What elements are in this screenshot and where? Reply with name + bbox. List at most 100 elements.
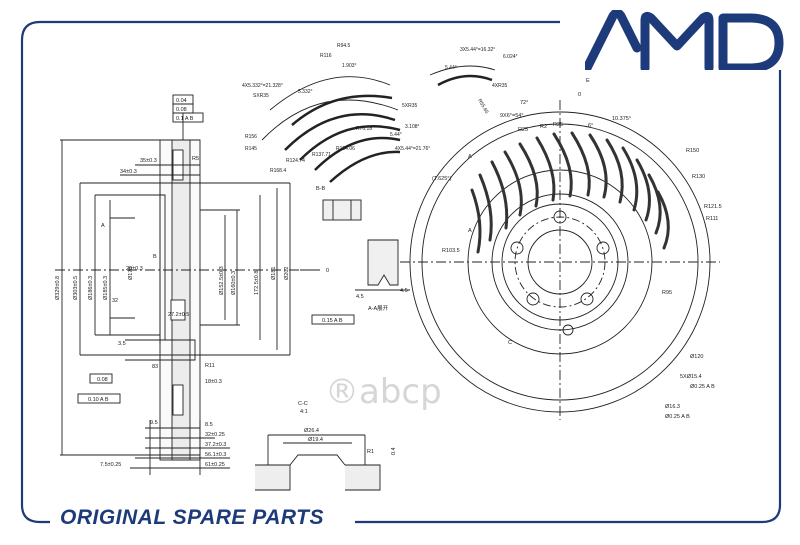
front-label-d120: Ø120	[690, 354, 703, 360]
misc-015ab: 0.15 A B	[322, 318, 343, 324]
front-view-labels: E 0 72° 9X6°=54° R25 R2 R25 6° 10.375° (…	[432, 78, 722, 420]
bb-view-labels: B-B 4.5 4.5 A-A展开 0	[316, 186, 408, 312]
front-label-e: E	[586, 78, 590, 84]
dim-left-2: Ø186±0.3	[88, 276, 94, 300]
detail-label-14: R137.71	[312, 152, 331, 158]
dim-bottom-0: 9.5	[150, 420, 158, 426]
front-label-72: 72°	[520, 100, 528, 106]
front-view	[400, 100, 720, 420]
detail-label-15: R124.74	[286, 158, 305, 164]
dim-top-0: 35±0.3	[140, 158, 157, 164]
amd-logo-m	[640, 11, 714, 70]
dim-right-4: Ø202	[284, 267, 290, 280]
dim-bottom-3: 37.2±0.3	[205, 442, 226, 448]
front-label-r95: R95	[662, 290, 672, 296]
tol-frame-3: 0.1 A B	[176, 116, 194, 122]
front-label-r2: R2	[540, 124, 547, 130]
dim-left-3: Ø185±0.3	[103, 276, 109, 300]
front-label-tol2: Ø0.25 A B	[665, 414, 690, 420]
watermark: ®abcp	[325, 372, 442, 412]
detail-label-5: 5.332°	[298, 89, 313, 95]
footer-slogan: ORIGINAL SPARE PARTS	[60, 506, 324, 529]
detail-label-6: R156	[245, 134, 257, 140]
misc-b: B	[153, 254, 157, 260]
cc-dim-3: 0.4	[391, 447, 397, 455]
cc-title: C-C	[298, 401, 308, 407]
cc-dim-1: Ø19.4	[308, 437, 323, 443]
front-label-tol1: Ø0.25 A B	[690, 384, 715, 390]
tol-frame-2: 0.08	[176, 107, 187, 113]
front-label-r25a: R25	[518, 127, 528, 133]
tol-frame-1: 0.04	[176, 98, 187, 104]
bb-caption: A-A展开	[368, 305, 389, 312]
bb-dim-1: 4.5	[400, 288, 408, 294]
detail-label-9: 3.108°	[405, 124, 420, 130]
section-view	[55, 94, 355, 475]
front-label-9x6: 9X6°=54°	[500, 113, 524, 119]
detail-label-12: R76.18	[356, 126, 372, 132]
dim-left-0: Ø329±0.8	[55, 276, 61, 300]
detail-label-10: 5.44°	[390, 132, 402, 138]
front-label-r1035: R103.5	[442, 248, 460, 254]
misc-r5: R5	[192, 156, 199, 162]
detail-view-labels: R94.5 R116 1.903° 4X5.332°=21.328° SXR35…	[242, 43, 518, 174]
slot-label-4: R55.65	[476, 98, 489, 115]
misc-r11: R11	[205, 363, 215, 369]
bb-view	[300, 199, 410, 291]
misc-a: A	[101, 223, 105, 229]
cc-view-labels: C-C 4:1 Ø26.4 Ø19.4 R1 0.4	[298, 401, 397, 455]
dim-bottom-6: 7.5±0.25	[100, 462, 121, 468]
front-label-r150: R150	[686, 148, 699, 154]
misc-010ab: 0.10 A B	[88, 397, 109, 403]
cc-dim-0: Ø26.4	[304, 428, 319, 434]
front-label-d163: Ø16.3	[665, 404, 680, 410]
detail-label-7: R145	[245, 146, 257, 152]
front-label-6deg: 6°	[588, 123, 593, 129]
slot-label-0: 3X5.44°=16.32°	[460, 47, 495, 53]
detail-view	[261, 65, 496, 183]
bb-dim-0: 4.5	[356, 294, 364, 300]
front-label-r25b: R25	[553, 122, 563, 128]
slot-label-2: 5.44°	[445, 65, 457, 71]
front-label-5xd154: 5XØ15.4	[680, 374, 702, 380]
front-label-a1: A	[468, 154, 472, 160]
front-label-t625: (T.625°)	[432, 176, 451, 182]
dim-bottom-5: 61±0.25	[205, 462, 225, 468]
detail-label-2: 1.903°	[342, 63, 357, 69]
dim-left-1: Ø303±0.5	[73, 276, 79, 300]
dim-left-4: Ø178	[128, 267, 134, 280]
cc-scale: 4:1	[300, 409, 308, 415]
front-label-10375: 10.375°	[612, 116, 631, 122]
front-label-a2: A	[468, 228, 472, 234]
border-right	[355, 70, 782, 524]
detail-label-0: R94.5	[337, 43, 351, 49]
detail-label-1: R116	[320, 53, 332, 59]
front-label-r111: R111	[706, 216, 718, 222]
dim-bottom-4: 56.1±0.3	[205, 452, 226, 458]
border-left	[20, 20, 50, 524]
misc-83: 83	[152, 364, 158, 370]
misc-20: 20±0.3	[126, 266, 143, 272]
bb-zero: 0	[326, 268, 329, 274]
dim-right-2: 172.5±0.8	[254, 271, 260, 295]
section-view-labels: 0.04 0.08 0.1 A B Ø329±0.8 Ø303±0.5 Ø186…	[55, 98, 343, 468]
slot-label-3: 4XR35	[492, 83, 508, 89]
detail-label-3: 4X5.332°=21.328°	[242, 83, 283, 89]
cc-view	[255, 434, 381, 491]
cc-dim-2: R1	[367, 449, 374, 455]
misc-35: 3.5	[118, 341, 126, 347]
amd-logo-a	[585, 10, 642, 70]
detail-label-4: SXR35	[253, 93, 269, 99]
detail-label-13: R134.06	[336, 146, 355, 152]
front-label-r130: R130	[692, 174, 705, 180]
dim-right-1: Ø160±0.3	[231, 271, 237, 295]
detail-label-8: 5XR35	[402, 103, 418, 109]
front-label-c: C	[508, 340, 512, 346]
amd-logo-d	[718, 13, 784, 70]
dim-right-0: Ø152.5±0.3	[219, 266, 225, 295]
misc-008: 0.08	[97, 377, 108, 383]
front-label-0: 0	[578, 92, 581, 98]
bb-title: B-B	[316, 186, 326, 192]
misc-32: 32	[112, 298, 118, 304]
